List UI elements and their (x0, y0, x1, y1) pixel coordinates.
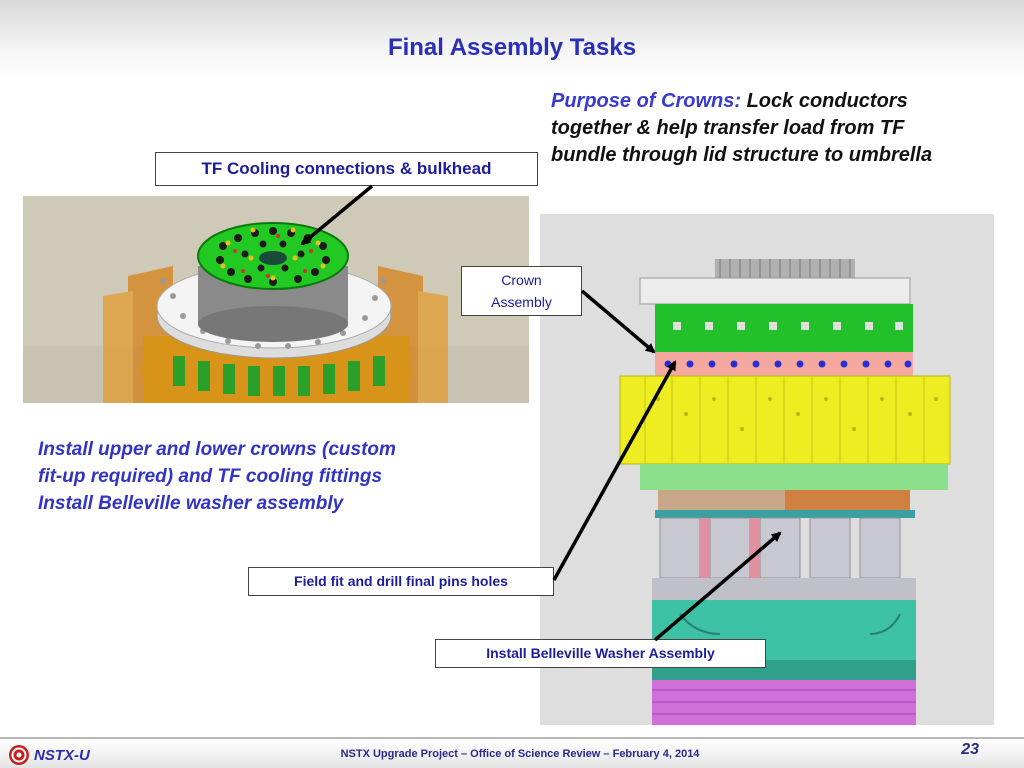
task-line-1: Install upper and lower crowns (custom (38, 439, 396, 460)
callout-field-fit-text: Field fit and drill final pins holes (294, 573, 508, 589)
purpose-line-2: together & help transfer load from TF (551, 117, 905, 139)
task-list: Install upper and lower crowns (custom f… (38, 436, 508, 517)
left-cad-image (23, 196, 529, 403)
callout-belleville-text: Install Belleville Washer Assembly (486, 645, 715, 661)
callout-crown-assembly: Crown Assembly (461, 266, 582, 316)
nstx-logo: NSTX-U (8, 744, 90, 766)
purpose-label: Purpose of Crowns: (551, 90, 742, 112)
title-bar (0, 0, 1024, 80)
callout-tf-cooling-text: TF Cooling connections & bulkhead (201, 159, 492, 178)
footer-bar (0, 740, 1024, 768)
nstx-logo-text: NSTX-U (34, 746, 90, 764)
callout-tf-cooling: TF Cooling connections & bulkhead (155, 152, 538, 186)
purpose-line-3: bundle through lid structure to umbrella (551, 144, 933, 166)
slide-title: Final Assembly Tasks (387, 34, 637, 61)
page-number: 23 (961, 741, 979, 758)
purpose-text: Purpose of Crowns: Lock conductors toget… (551, 88, 1011, 169)
nstx-logo-icon (9, 745, 29, 765)
footer-divider (0, 737, 1024, 739)
task-line-3: Install Belleville washer assembly (38, 493, 344, 514)
purpose-line-1: Lock conductors (746, 90, 908, 112)
callout-crown-line-1: Crown (501, 272, 542, 288)
callout-field-fit: Field fit and drill final pins holes (248, 567, 554, 596)
callout-belleville: Install Belleville Washer Assembly (435, 639, 766, 668)
footer-caption: NSTX Upgrade Project – Office of Science… (340, 748, 700, 760)
task-line-2: fit-up required) and TF cooling fittings (38, 466, 383, 487)
callout-crown-line-2: Assembly (491, 294, 552, 310)
